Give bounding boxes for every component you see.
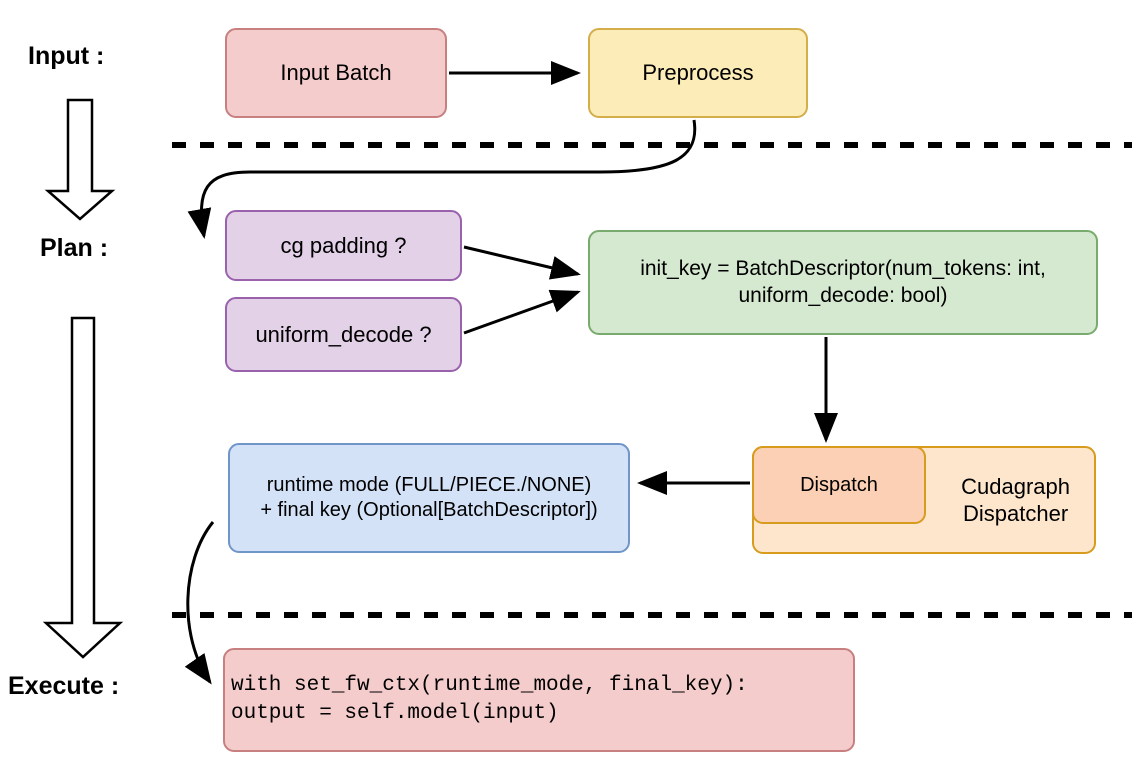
node-input-batch[interactable]: Input Batch [225,28,447,118]
stage-label-input: Input : [28,42,105,70]
stage-label-plan: Plan : [40,234,109,262]
uniform-decode-to-init-key-connector [463,289,581,335]
node-cg-padding[interactable]: cg padding ? [225,210,462,281]
cg-padding-to-init-key-connector [463,245,581,280]
node-runtime-mode-label: runtime mode (FULL/PIECE./NONE) + final … [260,474,598,521]
node-dispatch-label: Dispatch [800,473,878,496]
node-init-key[interactable]: init_key = BatchDescriptor(num_tokens: i… [588,230,1098,335]
node-exec-code-label: with set_fw_ctx(runtime_mode, final_key)… [231,673,748,725]
stage-label-execute: Execute : [8,672,120,700]
node-input-batch-label: Input Batch [280,60,392,86]
plan-to-execute-arrow [42,316,124,659]
node-cg-padding-label: cg padding ? [280,232,407,258]
runtime-mode-to-exec-code-connector [184,521,215,685]
node-preprocess-label: Preprocess [642,60,754,86]
node-uniform-decode[interactable]: uniform_decode ? [225,297,462,372]
input-to-plan-arrow [44,98,116,221]
node-init-key-label: init_key = BatchDescriptor(num_tokens: i… [640,257,1046,307]
node-runtime-mode[interactable]: runtime mode (FULL/PIECE./NONE) + final … [228,443,630,553]
node-cudagraph-dispatcher-label: Cudagraph Dispatcher [961,473,1070,527]
node-preprocess[interactable]: Preprocess [588,28,808,118]
node-dispatch[interactable]: Dispatch [752,446,926,524]
node-exec-code[interactable]: with set_fw_ctx(runtime_mode, final_key)… [223,648,855,752]
node-uniform-decode-label: uniform_decode ? [255,321,432,347]
